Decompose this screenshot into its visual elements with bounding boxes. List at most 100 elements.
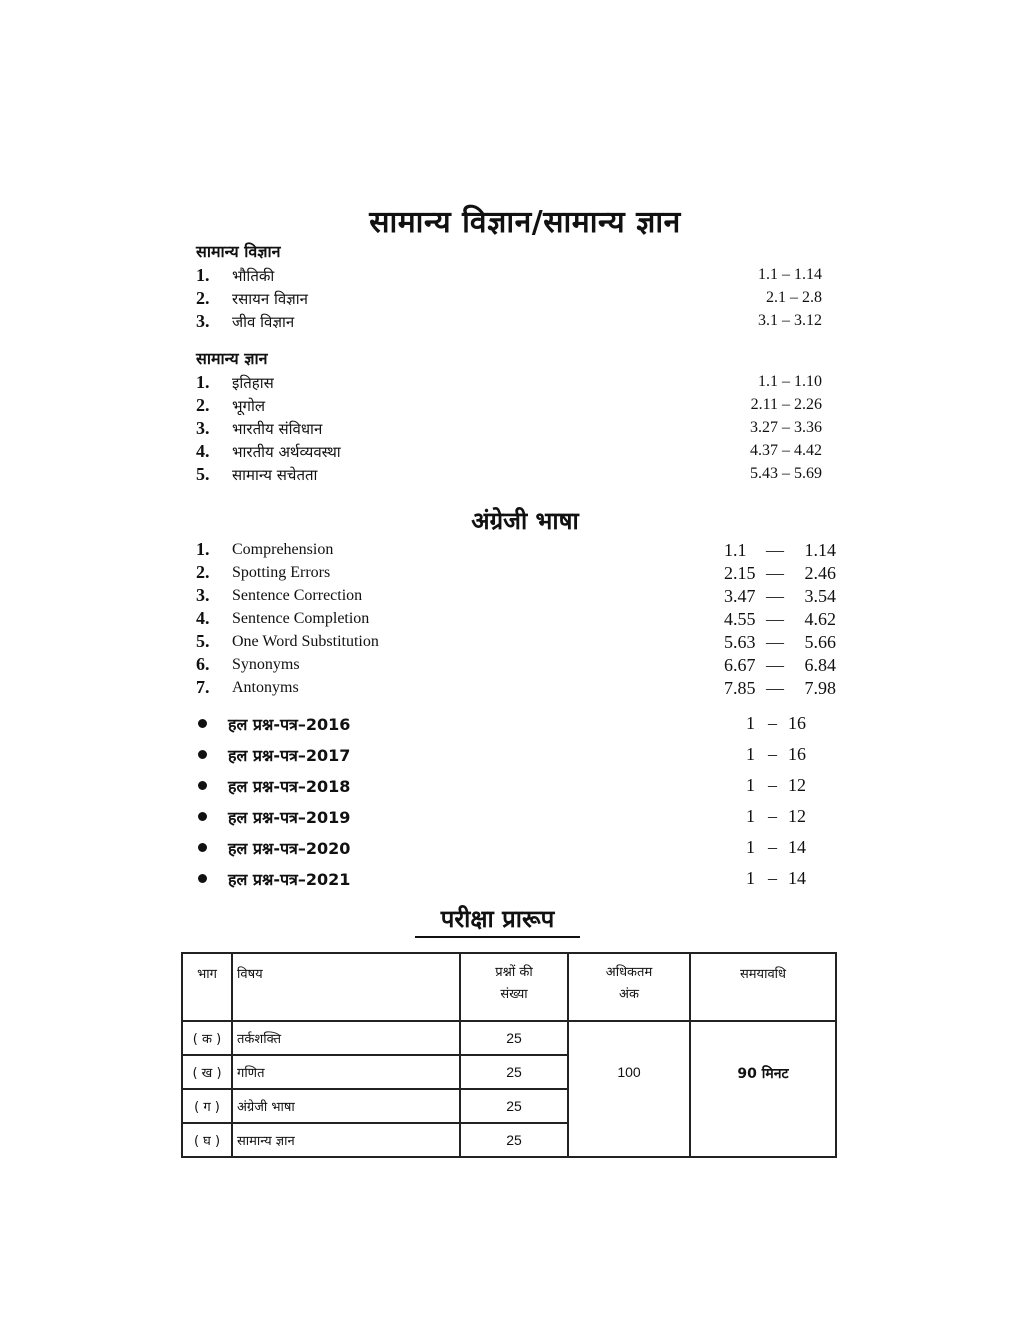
paper-label: हल प्रश्न-पत्र–2020 — [228, 839, 351, 858]
bullet-icon — [198, 781, 207, 790]
item-label: भौतिकी — [232, 267, 275, 285]
toc-row: 2. भूगोल 2.11 – 2.26 — [196, 395, 822, 417]
item-number: 3. — [196, 418, 210, 438]
page-range: 2.11 – 2.26 — [750, 396, 822, 413]
table-row: ( घ ) सामान्य ज्ञान 25 — [181, 1122, 836, 1158]
range-end: 5.66 — [804, 632, 837, 652]
range-end: 4.62 — [804, 609, 837, 629]
item-label: भारतीय संविधान — [232, 420, 323, 438]
item-label: भूगोल — [232, 397, 266, 415]
item-number: 5. — [196, 631, 210, 651]
item-label: भारतीय अर्थव्यवस्था — [232, 443, 341, 461]
cell-subject: अंग्रेजी भाषा — [231, 1088, 461, 1124]
cell-part: ( क ) — [181, 1020, 233, 1056]
range-end: 1.14 — [804, 540, 837, 560]
toc-row: 5. सामान्य सचेतता 5.43 – 5.69 — [196, 464, 822, 486]
toc-row: 3. भारतीय संविधान 3.27 – 3.36 — [196, 418, 822, 440]
range-start: 3.47 — [724, 586, 756, 606]
toc-row: 1. Comprehension 1.1 — 1.14 — [196, 539, 836, 561]
general-knowledge-heading: सामान्य ज्ञान — [196, 349, 268, 368]
range-start: 5.63 — [724, 632, 756, 652]
range-end: 12 — [788, 806, 806, 826]
paper-label: हल प्रश्न-पत्र–2017 — [228, 746, 351, 765]
item-label: जीव विज्ञान — [232, 313, 295, 331]
table-header-row: भाग विषय प्रश्नों की संख्या अधिकतम अंक स… — [181, 952, 837, 1022]
cell-question-count: 25 — [459, 1088, 569, 1124]
range-end: 7.98 — [804, 678, 837, 698]
item-label: One Word Substitution — [232, 633, 379, 650]
toc-row: 4. भारतीय अर्थव्यवस्था 4.37 – 4.42 — [196, 441, 822, 463]
bullet-icon — [198, 812, 207, 821]
english-section-title: अंग्रेजी भाषा — [471, 507, 579, 535]
header-max-marks-line2: अंक — [619, 987, 639, 1002]
page-range: 4.37 – 4.42 — [750, 442, 822, 459]
range-dash: – — [768, 837, 777, 857]
range-start: 1 — [746, 775, 755, 795]
range-end: 16 — [788, 744, 806, 764]
item-number: 4. — [196, 608, 210, 628]
toc-row: 3. Sentence Correction 3.47 — 3.54 — [196, 585, 836, 607]
item-number: 6. — [196, 654, 210, 674]
page-range: 1.1 – 1.14 — [758, 266, 822, 283]
range-start: 1 — [746, 868, 755, 888]
cell-max-marks: 100 — [567, 1020, 691, 1158]
paper-label: हल प्रश्न-पत्र–2021 — [228, 870, 351, 889]
cell-part: ( ग ) — [181, 1088, 233, 1124]
header-max-marks-line1: अधिकतम — [605, 965, 653, 980]
header-duration: समयावधि — [689, 952, 837, 1022]
exam-pattern-table: भाग विषय प्रश्नों की संख्या अधिकतम अंक स… — [181, 952, 837, 1158]
solved-paper-row: हल प्रश्न-पत्र–2020 1 – 14 — [196, 837, 816, 863]
toc-row: 6. Synonyms 6.67 — 6.84 — [196, 654, 836, 676]
range-end: 14 — [788, 837, 806, 857]
range-dash: – — [768, 713, 777, 733]
header-question-count-line1: प्रश्नों की — [495, 965, 533, 980]
item-label: सामान्य सचेतता — [232, 466, 318, 484]
page-title: सामान्य विज्ञान/सामान्य ज्ञान — [369, 205, 681, 240]
range-dash: – — [768, 775, 777, 795]
solved-paper-row: हल प्रश्न-पत्र–2017 1 – 16 — [196, 744, 816, 770]
toc-row: 1. इतिहास 1.1 – 1.10 — [196, 372, 822, 394]
range-end: 6.84 — [804, 655, 837, 675]
bullet-icon — [198, 719, 207, 728]
solved-paper-row: हल प्रश्न-पत्र–2018 1 – 12 — [196, 775, 816, 801]
range-dash: – — [768, 806, 777, 826]
header-part: भाग — [181, 952, 233, 1022]
toc-row: 5. One Word Substitution 5.63 — 5.66 — [196, 631, 836, 653]
item-number: 2. — [196, 288, 210, 308]
range-start: 1.1 — [724, 540, 747, 560]
item-number: 3. — [196, 311, 210, 331]
range-end: 2.46 — [804, 563, 837, 583]
cell-subject: गणित — [231, 1054, 461, 1090]
item-number: 2. — [196, 562, 210, 582]
solved-paper-row: हल प्रश्न-पत्र–2019 1 – 12 — [196, 806, 816, 832]
bullet-icon — [198, 750, 207, 759]
range-dash: – — [768, 868, 777, 888]
item-label: Comprehension — [232, 541, 334, 558]
general-science-heading: सामान्य विज्ञान — [196, 242, 281, 261]
toc-row: 7. Antonyms 7.85 — 7.98 — [196, 677, 836, 699]
header-max-marks: अधिकतम अंक — [567, 952, 691, 1022]
solved-paper-row: हल प्रश्न-पत्र–2016 1 – 16 — [196, 713, 816, 739]
table-row: ( ख ) गणित 25 — [181, 1054, 836, 1090]
page-range: 1.1 – 1.10 — [758, 373, 822, 390]
toc-row: 3. जीव विज्ञान 3.1 – 3.12 — [196, 311, 822, 333]
item-label: Synonyms — [232, 656, 300, 673]
range-dash: — — [766, 586, 784, 606]
item-label: Sentence Correction — [232, 587, 363, 604]
header-subject: विषय — [231, 952, 461, 1022]
item-number: 2. — [196, 395, 210, 415]
range-end: 3.54 — [804, 586, 837, 606]
item-number: 3. — [196, 585, 210, 605]
solved-paper-row: हल प्रश्न-पत्र–2021 1 – 14 — [196, 868, 816, 894]
cell-subject: सामान्य ज्ञान — [231, 1122, 461, 1158]
cell-question-count: 25 — [459, 1122, 569, 1158]
range-dash: — — [766, 678, 784, 698]
item-number: 1. — [196, 372, 210, 392]
cell-part: ( ख ) — [181, 1054, 233, 1090]
item-number: 5. — [196, 464, 210, 484]
page-range: 2.1 – 2.8 — [766, 289, 822, 306]
item-label: इतिहास — [232, 374, 274, 392]
range-dash: – — [768, 744, 777, 764]
exam-pattern-title: परीक्षा प्रारूप — [415, 902, 580, 938]
item-number: 1. — [196, 265, 210, 285]
